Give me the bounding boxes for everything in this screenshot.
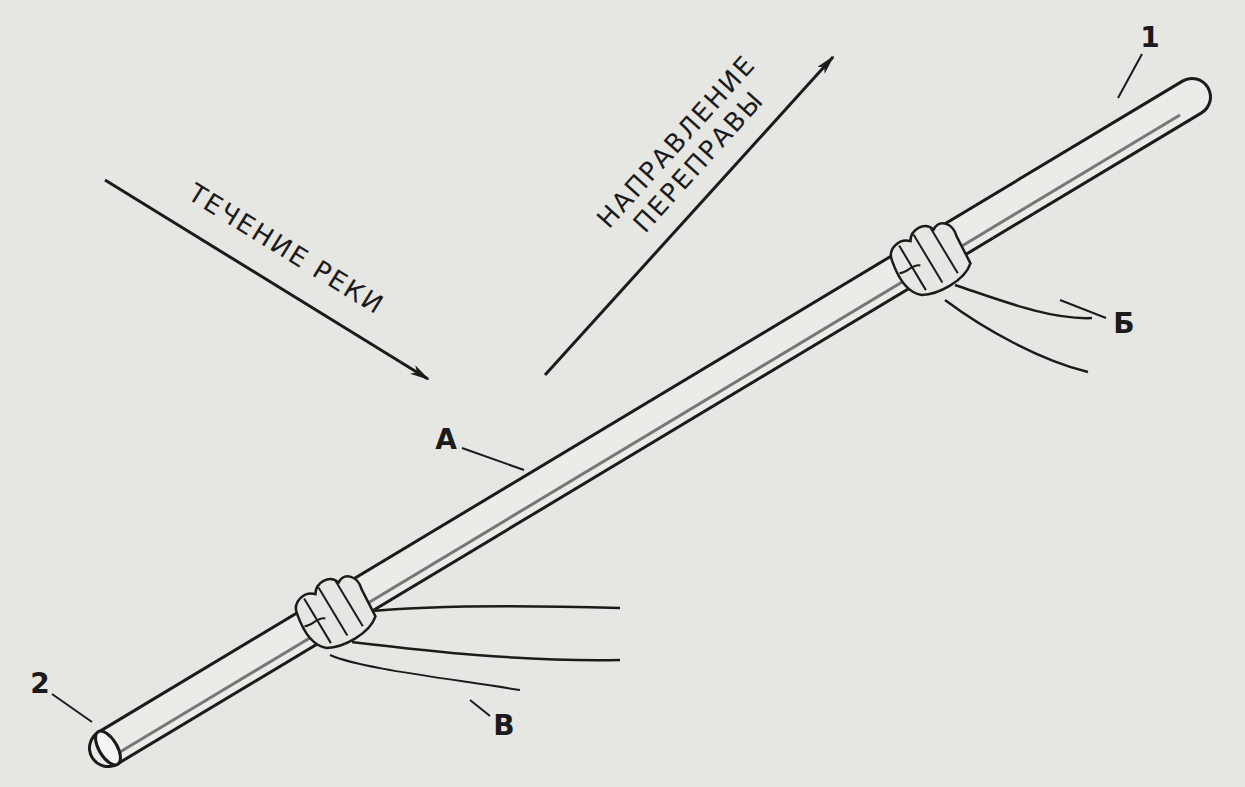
upper-hand <box>883 213 1092 372</box>
callout-number: 1 <box>1135 22 1165 54</box>
direction-label: НАПРАВЛЕНИЕ ПЕРЕПРАВЫ <box>585 43 790 261</box>
callout-number: 2 <box>25 668 55 700</box>
leader-lines <box>52 54 1142 722</box>
part-letter: В <box>487 710 521 742</box>
lower-hand <box>288 566 620 690</box>
current-arrow <box>105 180 428 379</box>
part-letter: А <box>429 424 463 456</box>
flow-label: ТЕЧЕНИЕ РЕКИ <box>150 159 421 342</box>
part-letter: Б <box>1107 308 1141 340</box>
